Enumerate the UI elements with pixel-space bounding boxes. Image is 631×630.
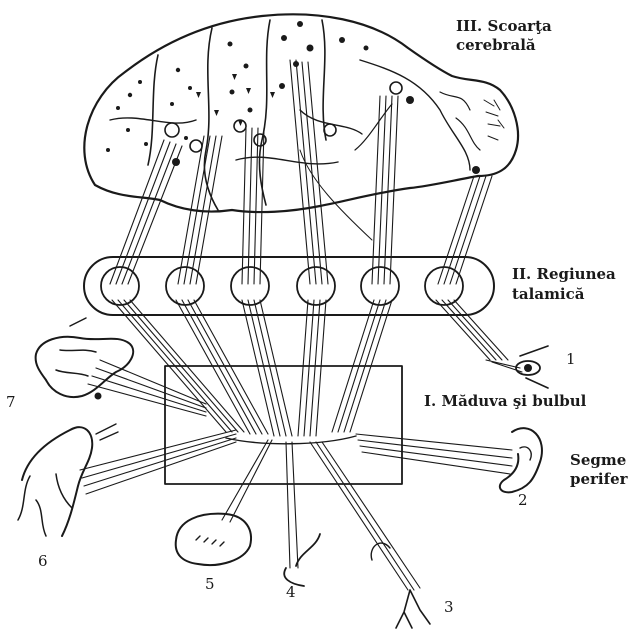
number-2: 2 xyxy=(518,491,528,509)
thalamic-label-line2: talamică xyxy=(512,285,585,303)
peripheral-label-line1: Segme xyxy=(570,451,626,469)
number-7: 7 xyxy=(6,393,16,411)
diagram-labels: III. Scoarţa cerebrală II. Regiunea tala… xyxy=(6,17,629,616)
cortex-label-line1: III. Scoarţa xyxy=(456,17,552,35)
thalamic-region xyxy=(84,257,494,315)
number-6: 6 xyxy=(38,552,48,570)
nerve-ending-3 xyxy=(371,543,430,628)
thalamic-label-line1: II. Regiunea xyxy=(512,265,616,283)
number-4: 4 xyxy=(286,583,296,601)
ear-organ xyxy=(500,428,542,492)
number-1: 1 xyxy=(566,350,576,368)
cortex-cell-dots xyxy=(106,21,369,152)
thalamic-nuclei xyxy=(101,267,463,305)
number-3: 3 xyxy=(444,598,454,616)
organ-7 xyxy=(36,318,134,400)
number-5: 5 xyxy=(205,575,215,593)
peripheral-label-line2: perifer xyxy=(570,470,629,488)
eye-organ xyxy=(516,346,548,388)
cortex-label-line2: cerebrală xyxy=(456,36,536,54)
spinal-label: I. Măduva şi bulbul xyxy=(424,392,587,410)
thalamo-spinal-fibers xyxy=(112,300,508,444)
tongue-organ xyxy=(176,514,251,565)
cortico-thalamic-fibers xyxy=(110,60,492,284)
